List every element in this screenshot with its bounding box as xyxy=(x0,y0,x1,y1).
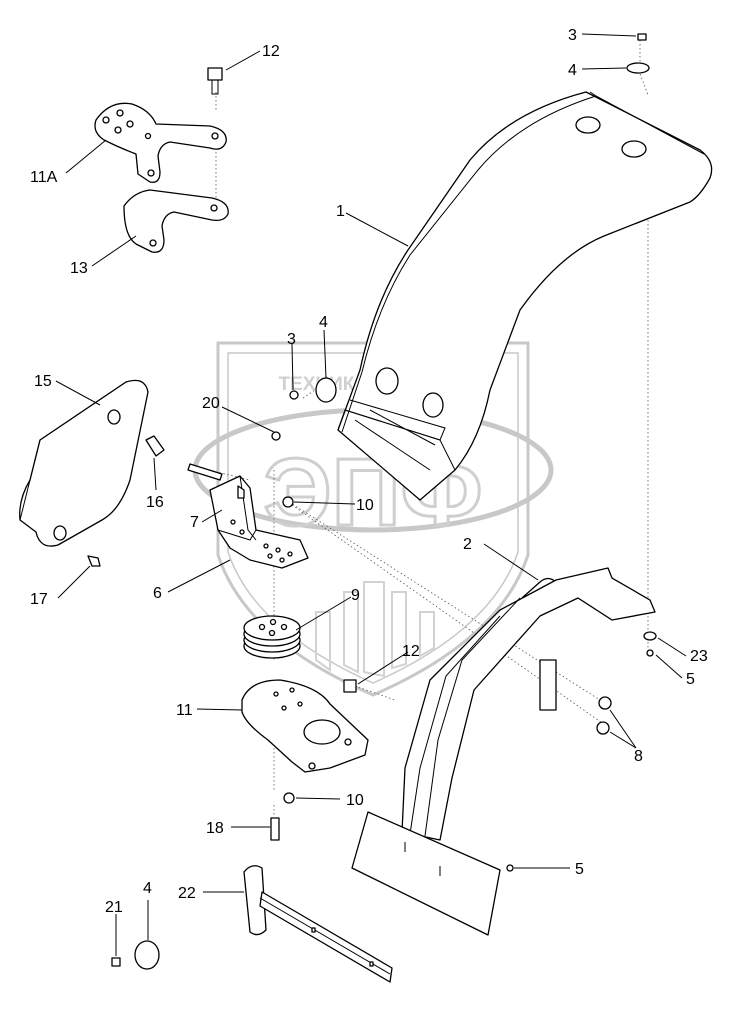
callout-labels: 12 3 4 11A 13 1 4 3 20 15 16 10 7 2 6 17… xyxy=(30,27,708,916)
callout-5-right: 5 xyxy=(686,671,695,688)
callout-6: 6 xyxy=(153,585,162,602)
fasteners xyxy=(87,33,657,970)
guard-panel-part-15 xyxy=(19,379,149,547)
callout-5-lower: 5 xyxy=(575,861,584,878)
callout-9: 9 xyxy=(351,587,360,604)
callout-3-top: 3 xyxy=(568,27,577,44)
step-bracket-part-22 xyxy=(243,865,393,983)
callout-23: 23 xyxy=(690,648,708,665)
callout-3-middle: 3 xyxy=(287,331,296,348)
callout-22: 22 xyxy=(178,885,196,902)
callout-10-lower: 10 xyxy=(346,792,364,809)
callout-18: 18 xyxy=(206,820,224,837)
support-bracket-part-2 xyxy=(351,567,656,936)
callout-4-lower: 4 xyxy=(143,880,152,897)
callout-11: 11 xyxy=(176,702,193,719)
callout-1: 1 xyxy=(336,203,345,220)
callout-13: 13 xyxy=(70,260,88,277)
callout-8: 8 xyxy=(634,748,643,765)
callout-16: 16 xyxy=(146,494,164,511)
callout-12-lower: 12 xyxy=(402,643,420,660)
callout-11a: 11A xyxy=(30,169,58,186)
callout-7: 7 xyxy=(190,514,199,531)
callout-21: 21 xyxy=(105,899,123,916)
callout-4-top: 4 xyxy=(568,62,577,79)
callout-4-middle: 4 xyxy=(319,314,328,331)
leader-lines xyxy=(55,33,687,956)
bracket-part-11a xyxy=(94,102,227,183)
callout-20: 20 xyxy=(202,395,220,412)
bracket-part-13 xyxy=(123,189,229,253)
callout-10-upper: 10 xyxy=(356,497,374,514)
base-bracket-part-11 xyxy=(241,679,369,773)
callout-2: 2 xyxy=(463,536,472,553)
mount-bracket-part-6-7 xyxy=(209,475,309,569)
fender-part-1 xyxy=(337,91,713,501)
isolator-part-9 xyxy=(243,615,301,659)
callout-17: 17 xyxy=(30,591,48,608)
callout-12-top: 12 xyxy=(262,43,280,60)
callout-15: 15 xyxy=(34,373,52,390)
